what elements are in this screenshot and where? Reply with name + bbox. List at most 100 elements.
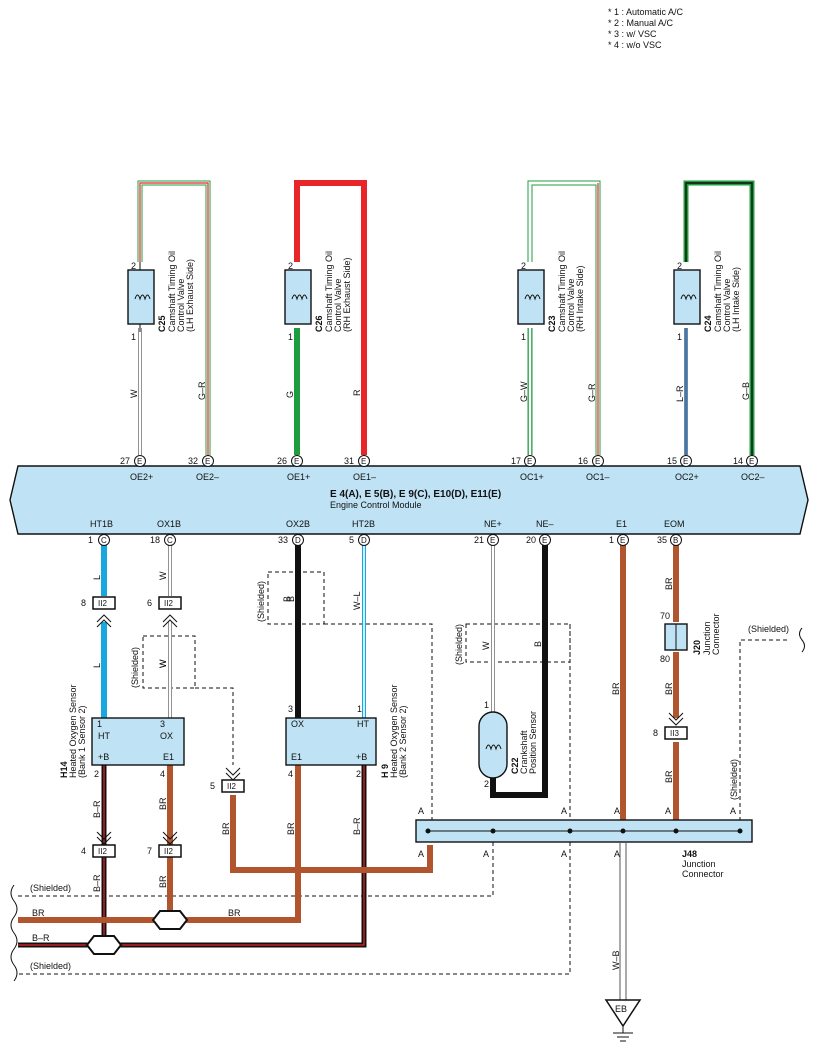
svg-text:C26: C26 <box>314 315 324 332</box>
svg-text:B: B <box>673 536 678 545</box>
svg-text:(Shielded): (Shielded) <box>729 759 739 800</box>
svg-text:1: 1 <box>288 332 293 342</box>
splice-icon <box>85 935 123 955</box>
svg-text:4: 4 <box>288 769 293 779</box>
svg-text:E: E <box>527 457 532 466</box>
svg-text:E: E <box>749 457 754 466</box>
svg-text:E: E <box>361 457 366 466</box>
svg-text:(Shielded): (Shielded) <box>748 624 789 634</box>
note-4: * 4 : w/o VSC <box>608 40 662 50</box>
svg-text:OX: OX <box>291 719 304 729</box>
svg-text:OE2+: OE2+ <box>130 472 153 482</box>
svg-text:Control Valve: Control Valve <box>176 279 186 332</box>
pin-eom: B 35 <box>657 534 682 546</box>
shielded-labels: (Shielded) (Shielded) (Shielded) (Shield… <box>130 581 805 800</box>
svg-text:C23: C23 <box>547 315 557 332</box>
svg-text:1: 1 <box>97 719 102 729</box>
svg-text:II2: II2 <box>164 847 173 856</box>
svg-text:W–L: W–L <box>352 591 362 610</box>
ground-eb: W–B EB <box>604 842 642 1042</box>
valve-c23: 2 1 C23 Camshaft Timing Oil Control Valv… <box>517 251 597 402</box>
valve-c24: 2 1 C24 Camshaft Timing Oil Control Valv… <box>673 251 751 402</box>
connector-ii2-8: II2 8 <box>81 596 116 628</box>
svg-text:G–B: G–B <box>741 382 751 400</box>
svg-text:NE+: NE+ <box>484 519 502 529</box>
svg-text:Control Valve: Control Valve <box>566 279 576 332</box>
svg-text:Camshaft Timing Oil: Camshaft Timing Oil <box>557 251 567 332</box>
svg-text:(Shielded): (Shielded) <box>30 883 71 893</box>
svg-text:W: W <box>158 659 168 668</box>
svg-text:J48: J48 <box>682 849 697 859</box>
wire-h9-b: B–R <box>18 765 367 948</box>
svg-text:B: B <box>286 596 296 602</box>
svg-text:31: 31 <box>344 456 354 466</box>
svg-text:1: 1 <box>484 700 489 710</box>
pin-ox2b: D33 <box>278 534 304 546</box>
pin-ne-minus: E20 <box>526 534 551 546</box>
svg-text:OE1–: OE1– <box>353 472 376 482</box>
pin-ht1b: C1 <box>88 534 110 546</box>
svg-text:II2: II2 <box>164 599 173 608</box>
svg-text:OC1+: OC1+ <box>520 472 544 482</box>
splices <box>85 910 189 955</box>
svg-text:E: E <box>490 536 495 545</box>
svg-text:(LH Intake Side): (LH Intake Side) <box>731 267 741 332</box>
wire-break-icon <box>799 627 805 653</box>
sensor-h9: 3 1 OX HT E1 +B 4 2 H 9 Heated Oxygen Se… <box>285 684 408 779</box>
svg-text:(RH Exhaust Side): (RH Exhaust Side) <box>342 257 352 332</box>
svg-text:H 9: H 9 <box>380 764 390 778</box>
svg-text:BR: BR <box>158 797 168 810</box>
wire-break-icon <box>10 884 18 982</box>
svg-text:A: A <box>730 806 736 816</box>
svg-text:2: 2 <box>131 261 136 271</box>
svg-text:BR: BR <box>32 908 45 918</box>
splice-icon <box>151 910 189 930</box>
svg-text:W: W <box>158 659 168 668</box>
svg-text:HT: HT <box>357 719 369 729</box>
svg-text:C: C <box>101 536 107 545</box>
svg-text:+B: +B <box>98 752 109 762</box>
svg-text:35: 35 <box>657 535 667 545</box>
svg-text:Junction: Junction <box>702 621 712 655</box>
svg-text:HT1B: HT1B <box>90 519 113 529</box>
svg-text:EOM: EOM <box>664 519 685 529</box>
svg-text:E1: E1 <box>616 519 627 529</box>
connector-ii2-5: II2 5 <box>210 767 245 793</box>
valve-c25: 2 1 C25 Camshaft Timing Oil Control Valv… <box>127 251 207 400</box>
svg-text:B: B <box>533 641 543 647</box>
svg-text:G: G <box>285 391 295 398</box>
svg-text:BR: BR <box>286 822 296 835</box>
svg-text:16: 16 <box>578 456 588 466</box>
svg-text:W: W <box>158 571 168 580</box>
svg-text:C22: C22 <box>510 757 520 774</box>
wire-ht2b: W–L <box>352 545 366 718</box>
svg-text:8: 8 <box>81 598 86 608</box>
svg-text:1: 1 <box>357 704 362 714</box>
svg-text:E1: E1 <box>291 752 302 762</box>
svg-text:1: 1 <box>521 332 526 342</box>
svg-text:20: 20 <box>526 535 536 545</box>
solenoid-icon <box>291 294 308 301</box>
svg-text:33: 33 <box>278 535 288 545</box>
wire-ne-minus: B <box>490 545 548 798</box>
svg-text:Connector: Connector <box>711 613 721 655</box>
connector-ii2-4: II2 4 <box>81 831 116 858</box>
wire-h9-e1: BR <box>18 765 301 923</box>
svg-text:BR: BR <box>228 908 241 918</box>
svg-text:5: 5 <box>349 535 354 545</box>
pin-ne-plus: E21 <box>474 534 499 546</box>
svg-text:A: A <box>561 849 567 859</box>
solenoid-icon <box>680 294 697 301</box>
svg-text:32: 32 <box>188 456 198 466</box>
svg-text:15: 15 <box>667 456 677 466</box>
svg-text:E: E <box>137 457 142 466</box>
svg-text:(Shielded): (Shielded) <box>30 961 71 971</box>
svg-text:A: A <box>418 806 424 816</box>
c24-wiring <box>683 180 755 455</box>
svg-text:W: W <box>481 641 491 650</box>
svg-text:1: 1 <box>609 535 614 545</box>
